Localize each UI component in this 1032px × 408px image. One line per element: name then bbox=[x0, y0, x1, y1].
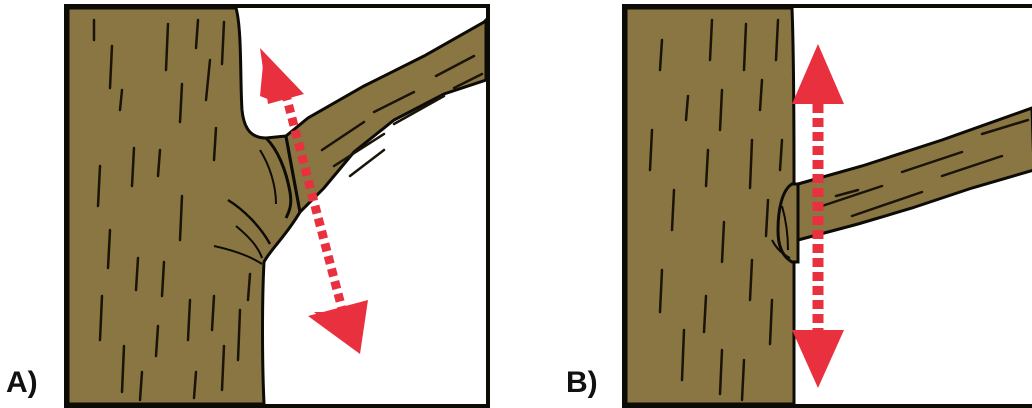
panel-label-a: A) bbox=[6, 368, 38, 398]
panel-a-illustration bbox=[64, 0, 490, 408]
panel-b-illustration bbox=[622, 0, 1032, 408]
panel-b bbox=[622, 0, 1032, 408]
panel-a bbox=[64, 0, 490, 408]
panel-label-b: B) bbox=[566, 368, 598, 398]
